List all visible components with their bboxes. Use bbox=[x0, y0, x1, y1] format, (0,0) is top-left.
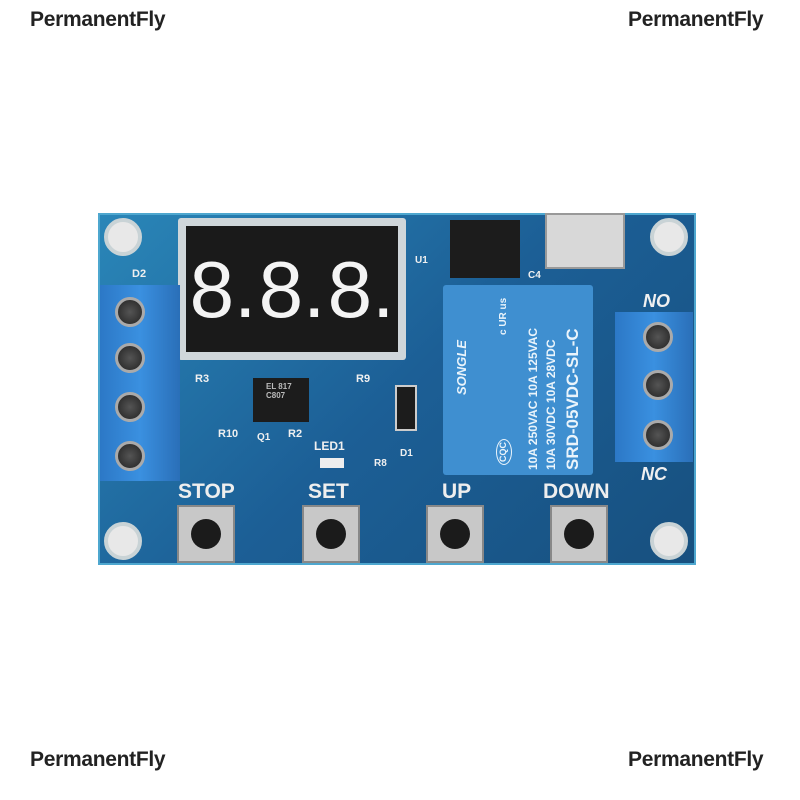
relay-model: SRD-05VDC-SL-C bbox=[563, 328, 582, 470]
diode bbox=[395, 385, 417, 431]
label-r9: R9 bbox=[356, 373, 371, 385]
relay-rating-1: 10A 250VAC 10A 125VAC bbox=[526, 327, 540, 470]
terminal-screw bbox=[643, 420, 673, 450]
terminal-screw bbox=[115, 392, 145, 422]
label-d1: D1 bbox=[400, 448, 413, 459]
mounting-hole bbox=[650, 218, 688, 256]
label-r8: R8 bbox=[374, 458, 387, 469]
down-label: DOWN bbox=[543, 480, 610, 503]
watermark-top-right: PermanentFly bbox=[628, 8, 764, 31]
mounting-hole bbox=[650, 522, 688, 560]
optocoupler-chip bbox=[253, 378, 309, 422]
button-cap[interactable] bbox=[316, 519, 346, 549]
optocoupler-marking: EL 817 C807 bbox=[266, 382, 292, 400]
relay bbox=[443, 285, 593, 475]
label-c4: C4 bbox=[528, 270, 541, 281]
watermark-top-left: PermanentFly bbox=[30, 8, 166, 31]
down-button[interactable] bbox=[550, 505, 608, 563]
relay-brand: SONGLE bbox=[454, 340, 469, 395]
set-button[interactable] bbox=[302, 505, 360, 563]
stop-button[interactable] bbox=[177, 505, 235, 563]
label-r10: R10 bbox=[218, 428, 239, 440]
button-cap[interactable] bbox=[564, 519, 594, 549]
micro-usb-port bbox=[545, 213, 625, 269]
button-cap[interactable] bbox=[191, 519, 221, 549]
mounting-hole bbox=[104, 218, 142, 256]
led-indicator bbox=[320, 458, 344, 468]
display-digit: 8. bbox=[189, 245, 257, 334]
label-nc: NC bbox=[641, 464, 667, 484]
display-digit: 8. bbox=[327, 245, 395, 334]
stop-label: STOP bbox=[178, 480, 235, 503]
relay-rating-2: 10A 30VDC 10A 28VDC bbox=[544, 339, 558, 470]
label-u1: U1 bbox=[415, 255, 428, 266]
set-label: SET bbox=[308, 480, 349, 503]
label-d2: D2 bbox=[132, 268, 147, 280]
regulator-chip bbox=[450, 220, 520, 278]
relay-cqc-mark: CQC bbox=[496, 439, 512, 465]
terminal-screw bbox=[115, 441, 145, 471]
up-button[interactable] bbox=[426, 505, 484, 563]
label-no: NO bbox=[643, 291, 670, 311]
button-cap[interactable] bbox=[440, 519, 470, 549]
label-r2: R2 bbox=[288, 428, 303, 440]
watermark-bottom-left: PermanentFly bbox=[30, 748, 166, 771]
label-q1: Q1 bbox=[257, 432, 271, 443]
terminal-screw bbox=[115, 343, 145, 373]
terminal-screw bbox=[643, 322, 673, 352]
mounting-hole bbox=[104, 522, 142, 560]
label-r3: R3 bbox=[195, 373, 210, 385]
watermark-bottom-right: PermanentFly bbox=[628, 748, 764, 771]
up-label: UP bbox=[442, 480, 472, 503]
relay-ul-mark: c UR us bbox=[498, 297, 509, 335]
display-face bbox=[186, 226, 398, 352]
terminal-screw bbox=[115, 297, 145, 327]
terminal-screw bbox=[643, 370, 673, 400]
display-digit: 8. bbox=[258, 245, 326, 334]
label-led1: LED1 bbox=[314, 439, 345, 453]
